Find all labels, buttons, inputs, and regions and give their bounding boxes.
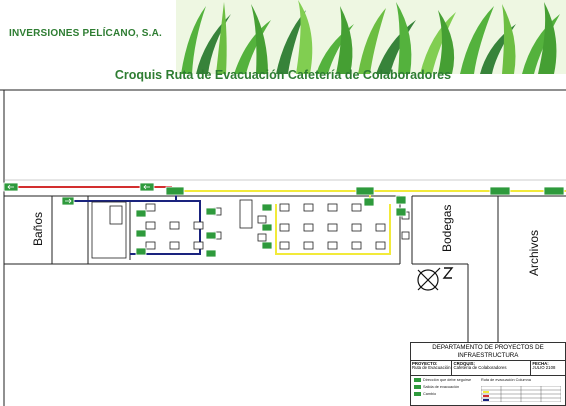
date-value: JULIO 2108 (532, 365, 556, 371)
arrow-right-icon (261, 223, 273, 232)
header: INVERSIONES PELÍCANO, S.A. (0, 0, 566, 84)
kitchen-counter (91, 201, 127, 259)
date-label: FECHA: (532, 361, 549, 366)
sketch-cell: CROQUIS: Cafetería de Colaboradores (452, 361, 532, 375)
table-group-right (257, 203, 410, 250)
company-name: INVERSIONES PELÍCANO, S.A. (9, 28, 163, 39)
arrow-right-icon (261, 241, 273, 250)
legend-sub: Ruta de evacuación Columna (481, 378, 531, 382)
legend-swatch (414, 378, 421, 382)
table-group-left (145, 199, 253, 250)
legend-item: Dirección que debe seguirse (414, 378, 471, 382)
sketch-label: CROQUIS: (453, 361, 475, 366)
arrow-up-icon (205, 231, 217, 240)
floor-plan: Baños Bodegas Archivos (0, 89, 566, 406)
arrow-up-icon (395, 207, 407, 217)
legend-label: Salida de evacuación (423, 385, 460, 389)
legend: Dirección que debe seguirse Salida de ev… (411, 376, 565, 406)
arrow-up-icon (395, 195, 407, 205)
date-cell: FECHA: JULIO 2108 (531, 361, 565, 375)
legend-label: Cambio (423, 392, 437, 396)
legend-label: Dirección que debe seguirse (423, 378, 472, 382)
arrow-right-icon (135, 229, 147, 238)
project-value: Ruta de Evacuación (412, 365, 451, 371)
legend-mini-table (481, 386, 561, 402)
route-yellow-tables (275, 204, 391, 255)
sketch-value: Cafetería de Colaboradores (453, 365, 507, 371)
legend-item: Salida de evacuación (414, 385, 459, 389)
route-blue-tables (130, 200, 201, 255)
department-name: DEPARTAMENTO DE PROYECTOS DE INFRAESTRUC… (411, 343, 565, 361)
legend-item: Cambio (414, 392, 436, 396)
exit-sign-icon (355, 186, 375, 196)
room-banos: Baños (31, 212, 45, 246)
exit-sign-icon (489, 186, 511, 196)
legend-swatch (414, 392, 421, 396)
project-label: PROYECTO: (412, 361, 438, 366)
legend-swatch (414, 385, 421, 389)
title-block: DEPARTAMENTO DE PROYECTOS DE INFRAESTRUC… (410, 342, 566, 406)
arrow-right-icon (135, 209, 147, 218)
arrow-right-icon (135, 247, 147, 256)
grass-banner-image (176, 0, 566, 74)
room-archivos: Archivos (527, 230, 541, 276)
exit-sign-icon (543, 186, 565, 196)
exit-sign-icon (165, 186, 185, 196)
arrow-right-icon (261, 203, 273, 212)
title-block-fields: PROYECTO: Ruta de Evacuación CROQUIS: Ca… (411, 361, 565, 376)
project-cell: PROYECTO: Ruta de Evacuación (411, 361, 453, 375)
exit-signs (3, 182, 565, 258)
arrow-up-icon (205, 249, 217, 258)
arrow-up-icon (363, 197, 375, 207)
north-compass-icon (417, 267, 454, 291)
room-bodegas: Bodegas (440, 205, 454, 252)
arrow-up-icon (205, 207, 217, 216)
page-title: Croquis Ruta de Evacuación Cafetería de … (114, 68, 452, 82)
